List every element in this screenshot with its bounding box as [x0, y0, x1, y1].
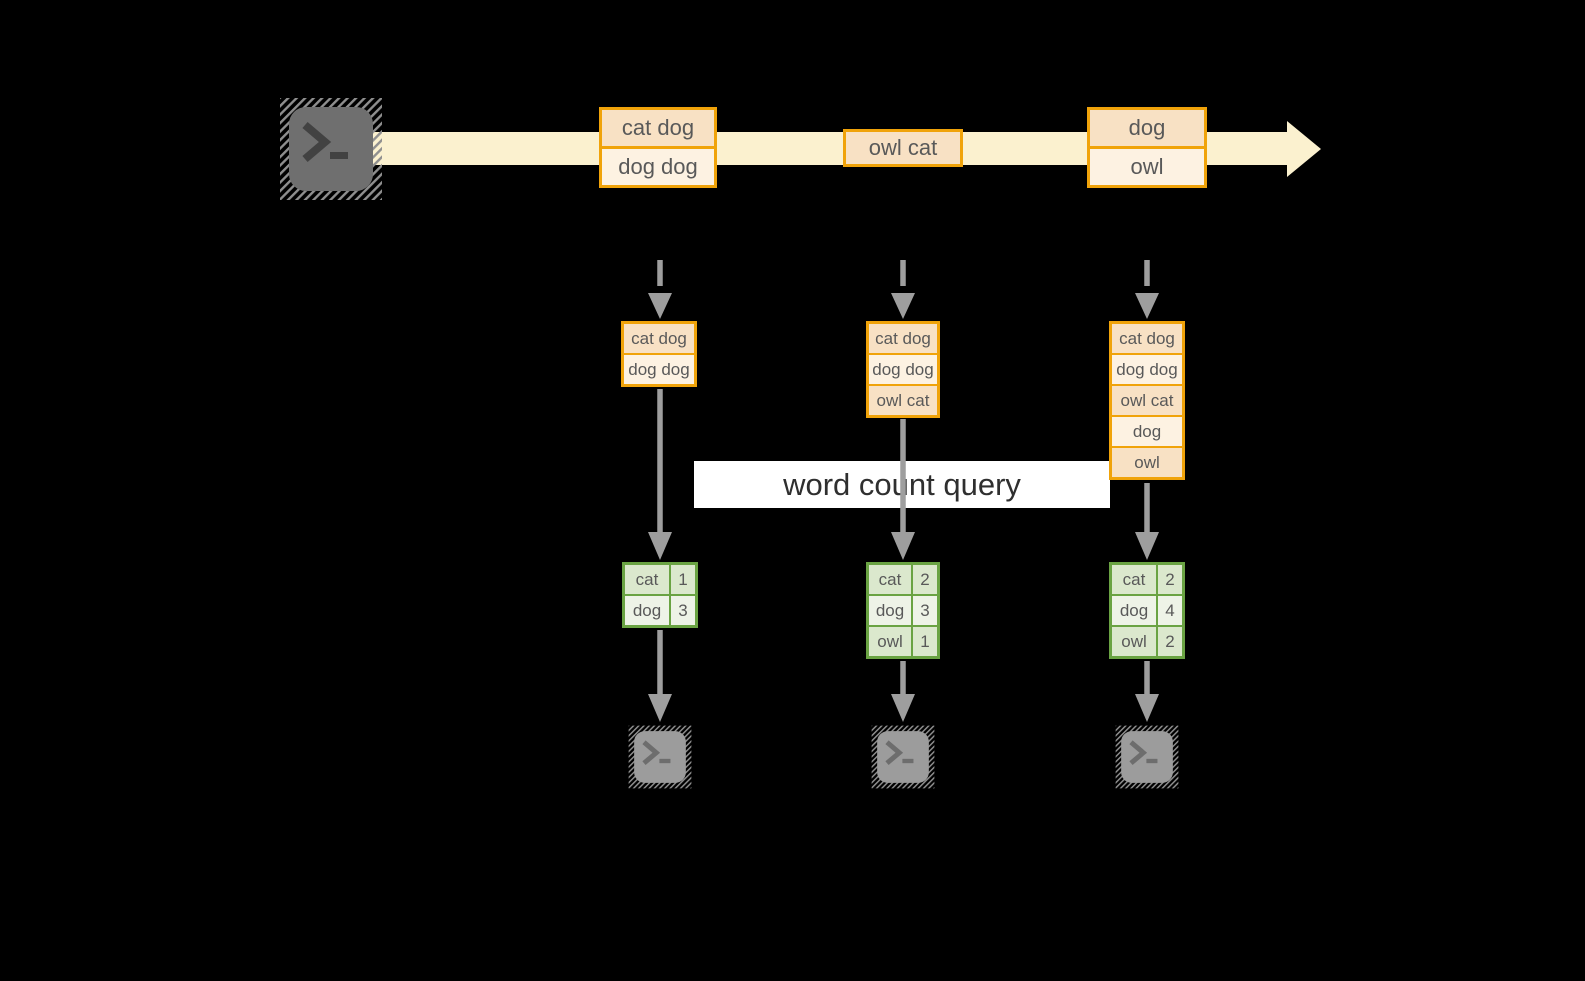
- batch-row: cat dog: [602, 110, 714, 146]
- count-word: cat: [869, 565, 911, 594]
- count-value: 3: [913, 596, 937, 625]
- counts-to-sink-arrow-3: [1135, 661, 1159, 722]
- state-row: dog dog: [624, 355, 694, 384]
- sink-terminal-icon-1: [628, 725, 692, 789]
- batch-row: dog dog: [602, 149, 714, 185]
- count-row: owl 2: [1112, 627, 1182, 656]
- count-row: dog 3: [625, 596, 695, 625]
- stream-batch-3: dog owl: [1087, 107, 1207, 188]
- batch-to-state-arrow-2: [891, 260, 915, 319]
- count-row: dog 3: [869, 596, 937, 625]
- count-word: owl: [869, 627, 911, 656]
- count-value: 2: [1158, 627, 1182, 656]
- count-row: owl 1: [869, 627, 937, 656]
- state-box-1: cat dog dog dog: [621, 321, 697, 387]
- count-table-3: cat 2 dog 4 owl 2: [1109, 562, 1185, 659]
- count-value: 1: [913, 627, 937, 656]
- state-row: dog dog: [869, 355, 937, 384]
- count-row: cat 2: [1112, 565, 1182, 594]
- state-box-2: cat dog dog dog owl cat: [866, 321, 940, 418]
- stream-batch-2: owl cat: [843, 129, 963, 167]
- count-word: dog: [869, 596, 911, 625]
- count-value: 1: [671, 565, 695, 594]
- state-row: dog: [1112, 417, 1182, 446]
- count-value: 3: [671, 596, 695, 625]
- count-word: cat: [625, 565, 669, 594]
- source-terminal-icon: [279, 97, 383, 201]
- stream-arrowhead-icon: [1287, 121, 1321, 177]
- count-row: cat 1: [625, 565, 695, 594]
- count-word: owl: [1112, 627, 1156, 656]
- count-word: dog: [625, 596, 669, 625]
- state-row: cat dog: [1112, 324, 1182, 353]
- count-value: 2: [913, 565, 937, 594]
- state-to-counts-arrow-3: [1135, 483, 1159, 560]
- batch-row: owl cat: [846, 132, 960, 164]
- state-row: owl cat: [869, 386, 937, 415]
- batch-row: owl: [1090, 149, 1204, 185]
- state-row: cat dog: [624, 324, 694, 353]
- state-to-counts-arrow-1: [648, 389, 672, 560]
- batch-to-state-arrow-1: [648, 260, 672, 319]
- count-table-2: cat 2 dog 3 owl 1: [866, 562, 940, 659]
- count-table-1: cat 1 dog 3: [622, 562, 698, 628]
- state-box-3: cat dog dog dog owl cat dog owl: [1109, 321, 1185, 480]
- count-row: cat 2: [869, 565, 937, 594]
- state-row: owl cat: [1112, 386, 1182, 415]
- sink-terminal-icon-2: [871, 725, 935, 789]
- count-word: dog: [1112, 596, 1156, 625]
- state-row: cat dog: [869, 324, 937, 353]
- count-value: 2: [1158, 565, 1182, 594]
- counts-to-sink-arrow-2: [891, 661, 915, 722]
- state-row: owl: [1112, 448, 1182, 477]
- count-word: cat: [1112, 565, 1156, 594]
- count-row: dog 4: [1112, 596, 1182, 625]
- counts-to-sink-arrow-1: [648, 630, 672, 722]
- batch-to-state-arrow-3: [1135, 260, 1159, 319]
- stream-batch-1: cat dog dog dog: [599, 107, 717, 188]
- batch-row: dog: [1090, 110, 1204, 146]
- state-to-counts-arrow-2: [891, 419, 915, 560]
- count-value: 4: [1158, 596, 1182, 625]
- state-row: dog dog: [1112, 355, 1182, 384]
- sink-terminal-icon-3: [1115, 725, 1179, 789]
